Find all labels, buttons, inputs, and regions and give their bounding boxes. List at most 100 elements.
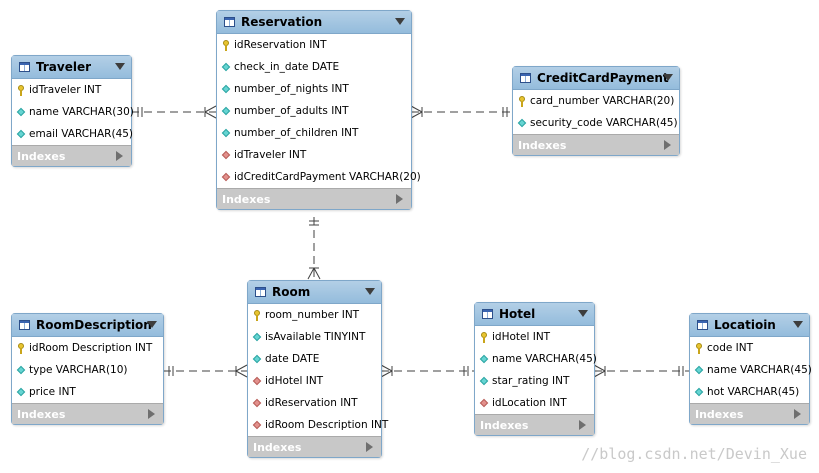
column-label: idHotel INT — [265, 375, 324, 387]
indexes-label: Indexes — [695, 407, 744, 421]
table-traveler-title: Traveler — [36, 60, 92, 74]
table-traveler-header[interactable]: Traveler — [12, 56, 131, 79]
column-row[interactable]: name VARCHAR(30) — [12, 101, 134, 123]
column-label: check_in_date DATE — [234, 61, 340, 73]
indexes-section[interactable]: Indexes — [475, 414, 594, 435]
table-creditcardpayment-title: CreditCardPayment — [537, 71, 669, 85]
column-row[interactable]: type VARCHAR(10) — [12, 359, 163, 381]
column-row[interactable]: number_of_adults INT — [217, 100, 411, 122]
expand-arrow-icon[interactable] — [579, 420, 586, 430]
collapse-arrow-icon[interactable] — [147, 321, 157, 328]
column-diamond-icon — [695, 366, 703, 374]
foreign-key-diamond-icon — [222, 173, 230, 181]
column-label: idReservation INT — [234, 39, 327, 51]
column-diamond-icon — [518, 119, 526, 127]
column-label: idLocation INT — [492, 397, 567, 409]
column-diamond-icon — [695, 388, 703, 396]
indexes-label: Indexes — [518, 138, 567, 152]
column-row[interactable]: idRoom Description INT — [12, 337, 163, 359]
column-row[interactable]: check_in_date DATE — [217, 56, 411, 78]
table-creditcardpayment-header[interactable]: CreditCardPayment — [513, 67, 679, 90]
table-icon — [697, 320, 708, 330]
expand-arrow-icon[interactable] — [148, 409, 155, 419]
column-row[interactable]: date DATE — [248, 348, 381, 370]
column-row[interactable]: code INT — [690, 337, 809, 359]
primary-key-icon — [17, 343, 25, 354]
column-label: isAvailable TINYINT — [265, 331, 366, 343]
table-location-title: Locatioin — [714, 318, 776, 332]
table-icon — [255, 287, 266, 297]
table-location[interactable]: Locatioin code INT name VARCHAR(45) hot … — [689, 313, 812, 425]
table-location-header[interactable]: Locatioin — [690, 314, 809, 337]
column-row[interactable]: idHotel INT — [475, 326, 594, 348]
column-row[interactable]: idHotel INT — [248, 370, 381, 392]
column-row[interactable]: idCreditCardPayment VARCHAR(20) — [217, 166, 421, 188]
collapse-arrow-icon[interactable] — [115, 63, 125, 70]
table-roomdescription-header[interactable]: RoomDescription — [12, 314, 163, 337]
table-creditcardpayment[interactable]: CreditCardPayment card_number VARCHAR(20… — [512, 66, 680, 156]
column-diamond-icon — [480, 355, 488, 363]
collapse-arrow-icon[interactable] — [793, 321, 803, 328]
column-row[interactable]: idRoom Description INT — [248, 414, 388, 436]
column-row[interactable]: name VARCHAR(45) — [690, 359, 812, 381]
indexes-section[interactable]: Indexes — [217, 188, 411, 209]
column-row[interactable]: number_of_children INT — [217, 122, 411, 144]
column-row[interactable]: email VARCHAR(45) — [12, 123, 134, 145]
column-label: price INT — [29, 386, 76, 398]
table-reservation[interactable]: Reservation idReservation INT check_in_d… — [216, 10, 421, 210]
table-room-header[interactable]: Room — [248, 281, 381, 304]
column-row[interactable]: room_number INT — [248, 304, 381, 326]
collapse-arrow-icon[interactable] — [663, 74, 673, 81]
column-row[interactable]: idTraveler INT — [217, 144, 411, 166]
collapse-arrow-icon[interactable] — [395, 18, 405, 25]
expand-arrow-icon[interactable] — [794, 409, 801, 419]
relationship-location-hotel — [593, 364, 689, 378]
column-row[interactable]: security_code VARCHAR(45) — [513, 112, 679, 134]
expand-arrow-icon[interactable] — [664, 140, 671, 150]
table-traveler[interactable]: Traveler idTraveler INT name VARCHAR(30)… — [11, 55, 134, 167]
table-roomdescription-title: RoomDescription — [36, 318, 152, 332]
expand-arrow-icon[interactable] — [116, 151, 123, 161]
column-row[interactable]: price INT — [12, 381, 163, 403]
column-label: idHotel INT — [492, 331, 551, 343]
table-roomdescription[interactable]: RoomDescription idRoom Description INT t… — [11, 313, 164, 425]
collapse-arrow-icon[interactable] — [365, 288, 375, 295]
indexes-section[interactable]: Indexes — [12, 403, 163, 424]
column-row[interactable]: name VARCHAR(45) — [475, 348, 597, 370]
column-row[interactable]: idLocation INT — [475, 392, 594, 414]
table-room-columns: room_number INT isAvailable TINYINT date… — [248, 304, 388, 436]
column-diamond-icon — [222, 129, 230, 137]
column-label: name VARCHAR(30) — [29, 106, 134, 118]
indexes-section[interactable]: Indexes — [690, 403, 809, 424]
column-row[interactable]: number_of_nights INT — [217, 78, 411, 100]
table-hotel-title: Hotel — [499, 307, 536, 321]
column-label: email VARCHAR(45) — [29, 128, 134, 140]
primary-key-icon — [17, 85, 25, 96]
indexes-section[interactable]: Indexes — [513, 134, 679, 155]
indexes-section[interactable]: Indexes — [12, 145, 131, 166]
column-diamond-icon — [222, 85, 230, 93]
table-room-title: Room — [272, 285, 311, 299]
column-label: idTraveler INT — [234, 149, 307, 161]
table-hotel-header[interactable]: Hotel — [475, 303, 594, 326]
column-row[interactable]: card_number VARCHAR(20) — [513, 90, 679, 112]
table-creditcardpayment-columns: card_number VARCHAR(20) security_code VA… — [513, 90, 679, 134]
indexes-section[interactable]: Indexes — [248, 436, 381, 457]
table-hotel[interactable]: Hotel idHotel INT name VARCHAR(45) star_… — [474, 302, 597, 436]
collapse-arrow-icon[interactable] — [578, 310, 588, 317]
foreign-key-diamond-icon — [253, 377, 261, 385]
column-row[interactable]: isAvailable TINYINT — [248, 326, 381, 348]
table-room[interactable]: Room room_number INT isAvailable TINYINT… — [247, 280, 388, 458]
table-location-columns: code INT name VARCHAR(45) hot VARCHAR(45… — [690, 337, 812, 403]
expand-arrow-icon[interactable] — [366, 442, 373, 452]
column-row[interactable]: idReservation INT — [217, 34, 411, 56]
expand-arrow-icon[interactable] — [396, 194, 403, 204]
column-row[interactable]: hot VARCHAR(45) — [690, 381, 809, 403]
column-label: idRoom Description INT — [265, 419, 389, 431]
column-row[interactable]: idTraveler INT — [12, 79, 131, 101]
column-row[interactable]: star_rating INT — [475, 370, 594, 392]
primary-key-icon — [480, 332, 488, 343]
column-row[interactable]: idReservation INT — [248, 392, 381, 414]
table-reservation-header[interactable]: Reservation — [217, 11, 411, 34]
